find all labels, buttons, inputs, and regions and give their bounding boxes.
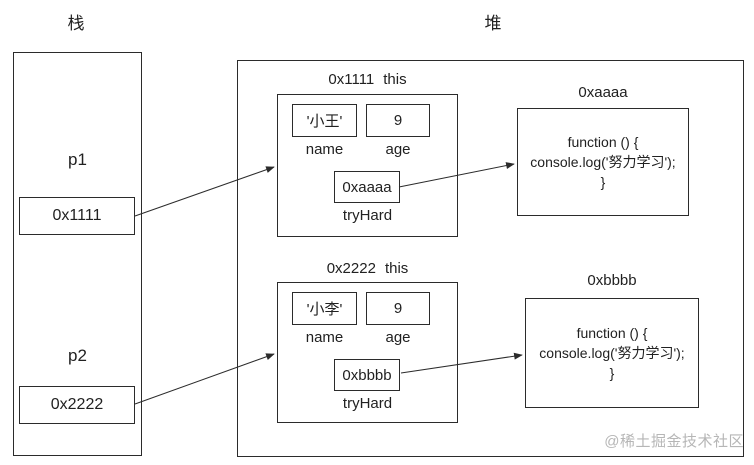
stack-var-p1-value-box: 0x1111 [19,197,135,235]
object1-title: 0x1111 this [277,71,458,88]
object1-tryhard-field-label: tryHard [342,207,393,224]
object2-box: '小李' 9 name age 0xbbbb tryHard [277,282,458,423]
function1-address-title: 0xaaaa [578,84,628,101]
object1-name-field-label: name [305,141,344,158]
function2-code-line2: console.log('努力学习'); [539,345,685,361]
watermark: @稀土掘金技术社区 [604,433,744,450]
object2-tryhard-ref-box: 0xbbbb [334,359,400,391]
object2-this-label: this [384,260,409,277]
stack-var-p2-value-box: 0x2222 [19,386,135,424]
function2-address-title: 0xbbbb [587,272,637,289]
function2-code-line3: } [609,365,615,381]
function1-box: function () { console.log('努力学习'); } [517,108,689,216]
object2-age-value-box: 9 [366,292,430,325]
function1-code-line1: function () { [567,134,639,150]
function1-code-line2: console.log('努力学习'); [530,154,676,170]
function2-code-line1: function () { [576,325,648,341]
stack-container [13,52,142,456]
object1-address: 0x1111 [328,71,375,88]
object1-tryhard-ref-box: 0xaaaa [334,171,400,203]
object2-name-value-box: '小李' [292,292,357,325]
object2-title: 0x2222 this [277,260,458,277]
object1-age-value-box: 9 [366,104,430,137]
stack-var-p1-label: p1 [68,150,87,169]
object2-tryhard-field-label: tryHard [342,395,393,412]
object2-address: 0x2222 [326,260,376,277]
stack-region-title: 栈 [67,14,85,33]
object2-age-field-label: age [385,329,411,346]
function1-code-line3: } [600,174,606,190]
heap-container [237,60,744,457]
heap-region-title: 堆 [484,14,502,33]
object2-name-field-label: name [305,329,344,346]
function2-box: function () { console.log('努力学习'); } [525,298,699,408]
object1-name-value-box: '小王' [292,104,357,137]
object1-box: '小王' 9 name age 0xaaaa tryHard [277,94,458,237]
object1-age-field-label: age [385,141,411,158]
stack-var-p2-label: p2 [68,346,87,365]
object1-this-label: this [383,71,407,88]
